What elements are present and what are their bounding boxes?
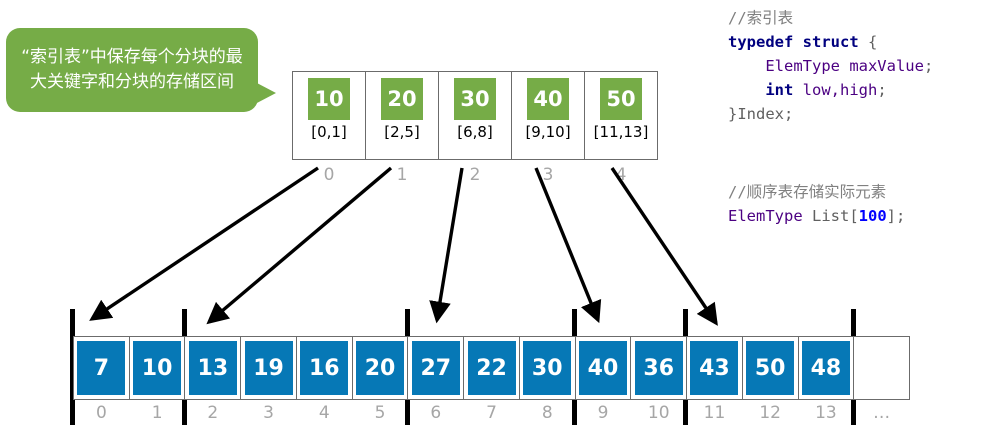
code-keyword-typedef-struct: typedef struct [728,33,859,51]
list-value: 40 [578,341,627,395]
index-position-label: 4 [615,165,627,185]
list-cell-3[interactable]: 19 3 [241,337,297,423]
list-index-label: 6 [430,403,442,423]
list-cell-7[interactable]: 22 7 [464,337,520,423]
code-brace-close: } [728,105,738,123]
code-block-index-struct: //索引表 typedef struct { ElemType maxValue… [728,6,933,126]
list-index-label: 2 [207,403,219,423]
index-max-value: 20 [381,78,423,120]
arrow-block-2 [429,167,464,324]
list-index-label-ellipsis: … [873,403,891,423]
list-value: 27 [411,341,460,395]
list-value: 50 [746,341,795,395]
sequential-list-table: 7 0 10 1 13 2 19 3 16 4 20 5 27 6 22 7 [73,336,910,423]
index-cell-0[interactable]: 10 [0,1] 0 [293,72,366,185]
list-cell-6[interactable]: 27 6 [408,337,465,423]
list-cell-12[interactable]: 50 12 [743,337,799,423]
list-index-label: 4 [318,403,330,423]
list-index-label: 8 [541,403,553,423]
index-range-label: [11,13] [593,123,649,141]
list-value: 36 [634,341,683,395]
list-index-label: 12 [759,403,781,423]
arrow-block-0 [89,166,319,321]
code-type-elemtype: ElemType [728,207,803,225]
list-value: 10 [133,341,182,395]
list-value: 48 [801,341,850,395]
index-range-label: [9,10] [525,123,571,141]
code-block-list-decl: //顺序表存储实际元素 ElemType List[100]; [728,180,905,228]
list-value: 30 [523,341,572,395]
index-position-label: 2 [469,165,481,185]
code-keyword-int: int [765,81,794,99]
list-cell-5[interactable]: 20 5 [353,337,409,423]
list-cell-2[interactable]: 13 2 [185,337,242,423]
index-position-label: 1 [396,165,408,185]
index-max-value: 50 [600,78,642,120]
list-index-label: 3 [263,403,274,423]
block-separator-0 [70,309,75,425]
code-comment: //索引表 [728,9,794,27]
list-index-label: 7 [486,403,497,423]
code-comment: //顺序表存储实际元素 [728,183,887,201]
index-max-value: 10 [308,78,350,120]
index-cell-1[interactable]: 20 [2,5] 1 [366,72,439,185]
index-range-label: [0,1] [311,123,347,141]
list-value: 13 [188,341,237,395]
index-position-label: 3 [542,165,554,185]
list-index-label: 9 [597,403,609,423]
code-field-maxvalue: maxValue [839,57,924,75]
code-type-elemtype: ElemType [765,57,840,75]
code-bracket-close: ] [886,207,897,225]
index-max-value: 40 [527,78,569,120]
code-semicolon: ; [784,105,794,123]
index-cell-4[interactable]: 50 [11,13] 4 [585,72,657,185]
code-field-low-high: low,high [793,81,878,99]
list-index-label: 13 [815,403,837,423]
index-max-value: 30 [454,78,496,120]
list-value: 43 [690,341,739,395]
list-value: 20 [356,341,405,395]
list-cell-11[interactable]: 43 11 [687,337,743,423]
list-cell-empty[interactable]: … [854,337,909,423]
index-cell-2[interactable]: 30 [6,8] 2 [439,72,512,185]
arrow-block-3 [534,167,602,324]
list-index-label: 10 [647,403,670,423]
index-range-label: [2,5] [384,123,420,141]
callout-tail-icon [255,82,276,104]
index-range-label: [6,8] [457,123,493,141]
list-index-label: 11 [703,403,726,423]
code-semicolon: ; [923,57,934,75]
index-position-label: 0 [323,165,335,185]
code-array-size: 100 [858,207,887,225]
list-value: 22 [467,341,516,395]
list-value: 19 [244,341,293,395]
code-typename-index: Index [737,105,785,123]
list-index-label: 5 [374,403,386,423]
index-table: 10 [0,1] 0 20 [2,5] 1 30 [6,8] 2 40 [9,1… [292,71,658,185]
code-bracket-open: [ [849,207,859,225]
list-cell-4[interactable]: 16 4 [297,337,353,423]
code-semicolon: ; [877,81,887,99]
code-semicolon: ; [896,207,906,225]
list-value: 7 [77,341,126,395]
list-cell-8[interactable]: 30 8 [520,337,576,423]
code-var-list: List [802,207,850,225]
list-cell-1[interactable]: 10 1 [130,337,186,423]
index-cell-3[interactable]: 40 [9,10] 3 [512,72,585,185]
code-brace-open: { [858,33,878,51]
list-index-label: 0 [95,403,107,423]
callout-bubble: “索引表”中保存每个分块的最大关键字和分块的存储区间 [6,28,258,112]
list-cell-0[interactable]: 7 0 [74,337,130,423]
arrow-block-4 [610,167,718,326]
list-value: 16 [300,341,349,395]
callout-text: “索引表”中保存每个分块的最大关键字和分块的存储区间 [21,47,243,92]
list-cell-10[interactable]: 36 10 [631,337,688,423]
list-cell-9[interactable]: 40 9 [576,337,632,423]
list-cell-13[interactable]: 48 13 [799,337,855,423]
arrow-block-1 [206,166,393,325]
list-index-label: 1 [151,403,163,423]
